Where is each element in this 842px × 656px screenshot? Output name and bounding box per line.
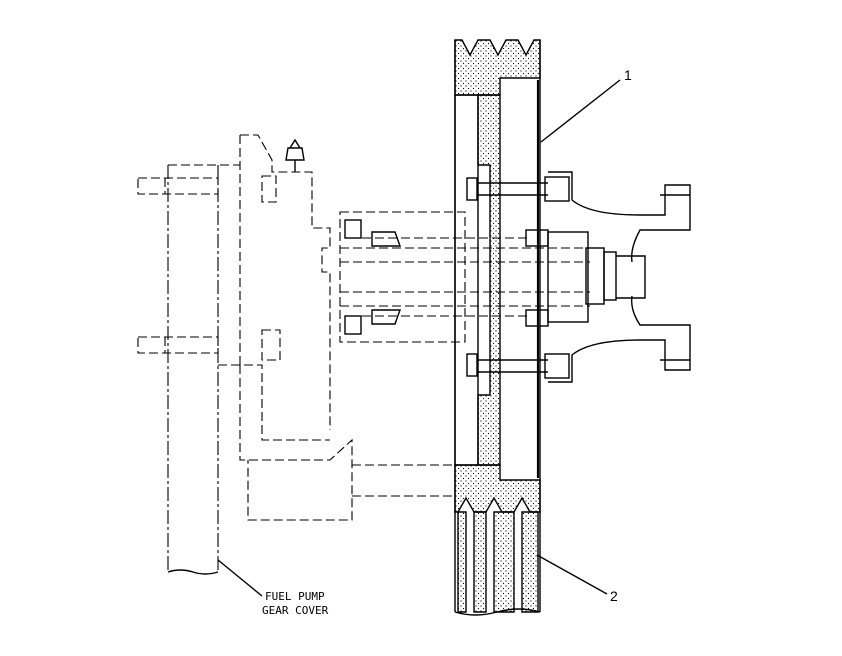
note-fuel-pump: FUEL PUMP <box>265 590 325 603</box>
callout-leaders <box>217 79 621 597</box>
pulley <box>454 39 541 616</box>
callout-1-label: 1 <box>624 67 632 83</box>
fuel-pump-gear-cover <box>137 164 240 575</box>
hub-nut-assembly <box>547 171 691 383</box>
hub-bolts <box>466 176 570 379</box>
mounting-bracket <box>218 134 455 521</box>
note-gear-cover: GEAR COVER <box>262 604 329 617</box>
callout-2-label: 2 <box>610 588 618 604</box>
